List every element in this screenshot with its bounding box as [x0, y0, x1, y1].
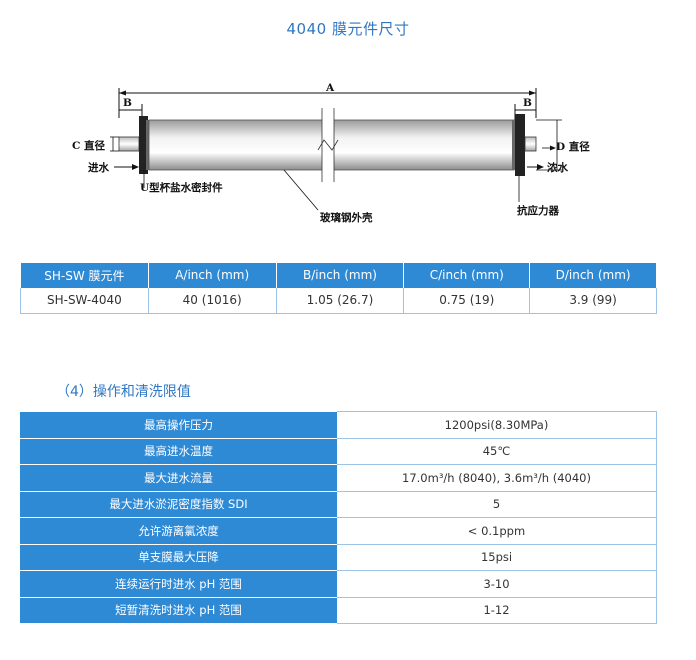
left-inlet-pipe [118, 136, 140, 152]
concentrate-arrow-icon [537, 164, 544, 170]
right-outlet-pipe [524, 136, 537, 152]
limit-value: 45℃ [337, 437, 657, 465]
limit-value: < 0.1ppm [337, 517, 657, 545]
break-symbol [317, 108, 339, 182]
dimension-d [536, 119, 562, 171]
limit-value: 1200psi(8.30MPa) [337, 411, 657, 439]
limit-value: 5 [337, 490, 657, 518]
limit-key: 短暂清洗时进水 pH 范围 [20, 597, 337, 624]
table-row: 最大进水淤泥密度指数 SDI 5 [20, 490, 657, 518]
dimensions-header-cell: D/inch (mm) [529, 262, 657, 288]
table-row: 短暂清洗时进水 pH 范围 1-12 [20, 596, 657, 624]
label-b-left: B [123, 97, 132, 109]
label-atd: 抗应力器 [517, 204, 559, 217]
dimensions-cell: 40 (1016) [147, 287, 277, 314]
label-shell: 玻璃钢外壳 [320, 211, 373, 224]
dimensions-table: SH-SW 膜元件 A/inch (mm) B/inch (mm) C/inch… [20, 262, 657, 314]
limit-key: 最高操作压力 [20, 411, 337, 439]
table-row: 允许游离氯浓度 < 0.1ppm [20, 517, 657, 545]
dimensions-header-cell: SH-SW 膜元件 [20, 262, 149, 288]
limit-key: 最高进水温度 [20, 438, 337, 465]
left-endcap [139, 116, 148, 174]
label-a: A [325, 82, 335, 94]
table-row: 单支膜最大压降 15psi [20, 543, 657, 571]
limit-key: 允许游离氯浓度 [20, 517, 337, 545]
dimensions-cell: 0.75 (19) [403, 287, 531, 314]
dimensions-header-cell: B/inch (mm) [275, 262, 405, 288]
limit-value: 17.0m³/h (8040), 3.6m³/h (4040) [337, 464, 657, 492]
dimensions-header-row: SH-SW 膜元件 A/inch (mm) B/inch (mm) C/inch… [20, 262, 657, 288]
table-row: 最高操作压力 1200psi(8.30MPa) [20, 411, 657, 439]
page-title: 4040 膜元件尺寸 [286, 20, 410, 38]
limit-value: 3-10 [337, 570, 657, 598]
section-title: （4）操作和清洗限值 [56, 384, 191, 400]
label-seal: U型杯盐水密封件 [140, 181, 223, 194]
limit-key: 连续运行时进水 pH 范围 [20, 570, 337, 598]
label-d: D 直径 [556, 140, 590, 153]
dimensions-cell: SH-SW-4040 [20, 287, 149, 314]
dimensions-header-cell: A/inch (mm) [147, 262, 277, 288]
limit-key: 单支膜最大压降 [20, 544, 337, 571]
limit-value: 15psi [337, 543, 657, 571]
label-inlet: 进水 [88, 161, 109, 174]
label-c: C 直径 [72, 139, 106, 152]
limit-key: 最大进水淤泥密度指数 SDI [20, 491, 337, 518]
dimensions-cell: 1.05 (26.7) [275, 287, 405, 314]
limits-table: 最高操作压力 1200psi(8.30MPa) 最高进水温度 45℃ 最大进水流… [20, 411, 657, 624]
membrane-dimension-diagram: A B B [60, 78, 620, 228]
table-row: 连续运行时进水 pH 范围 3-10 [20, 570, 657, 598]
label-concentrate: 浓水 [547, 161, 568, 174]
table-row: 最大进水流量 17.0m³/h (8040), 3.6m³/h (4040) [20, 464, 657, 492]
table-row: 最高进水温度 45℃ [20, 437, 657, 465]
inlet-arrow-icon [132, 164, 139, 170]
dimensions-cell: 3.9 (99) [529, 287, 657, 314]
dimensions-data-row: SH-SW-4040 40 (1016) 1.05 (26.7) 0.75 (1… [20, 287, 657, 314]
right-endcap-atd [515, 114, 525, 176]
dimension-a-line [118, 88, 537, 118]
dimensions-header-cell: C/inch (mm) [403, 262, 531, 288]
limit-value: 1-12 [337, 596, 657, 624]
dimension-c [110, 136, 119, 152]
label-b-right: B [523, 97, 532, 109]
limit-key: 最大进水流量 [20, 464, 337, 492]
